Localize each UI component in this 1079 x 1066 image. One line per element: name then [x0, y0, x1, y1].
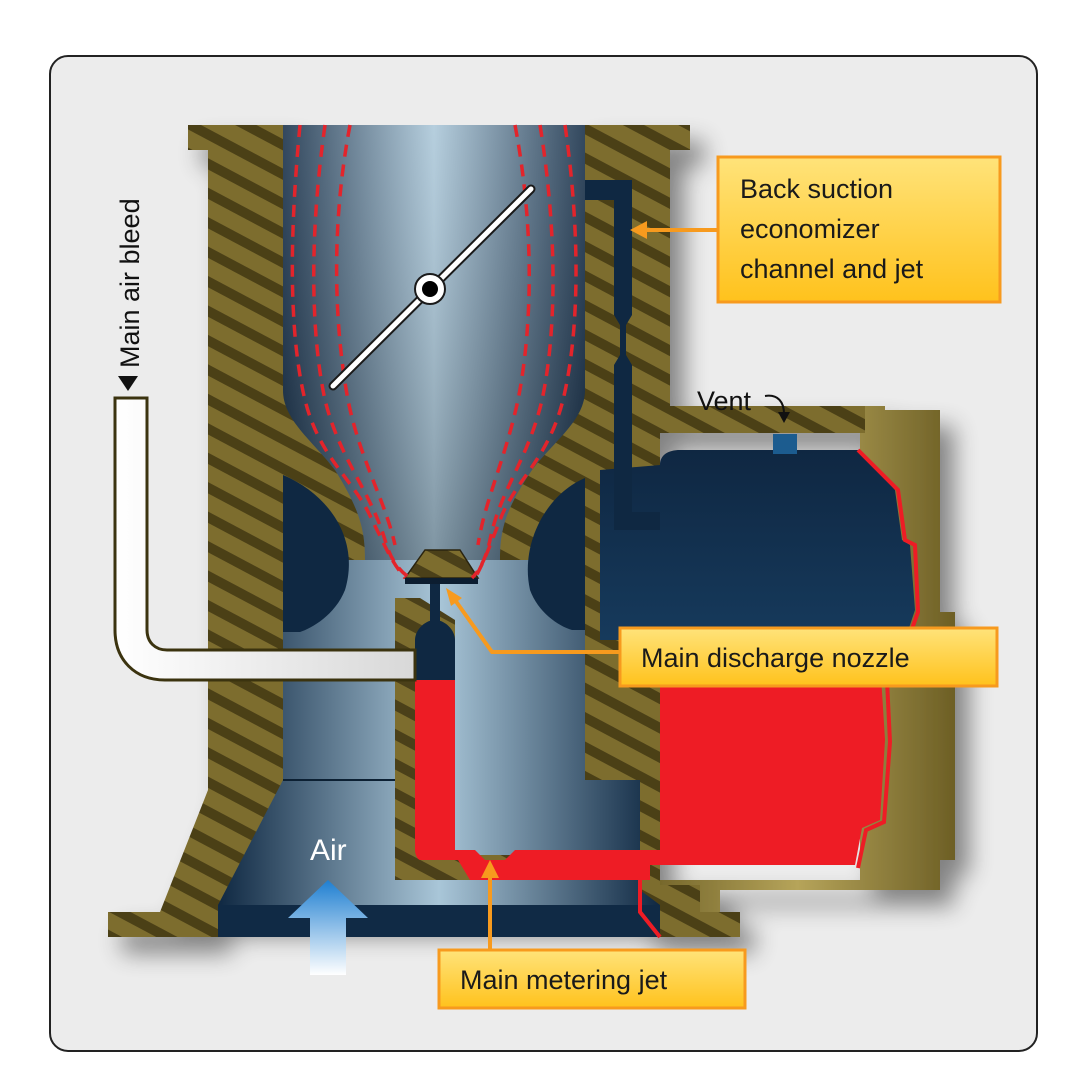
callout-back-suction-line2: economizer — [740, 214, 880, 244]
callout-back-suction-line1: Back suction — [740, 174, 893, 204]
up-arrow-icon — [288, 880, 368, 975]
callout-back-suction: Back suction economizer channel and jet — [716, 155, 1002, 304]
airflow-lines — [290, 124, 578, 580]
fuel-bowl — [415, 640, 905, 880]
right-venturi-pocket — [527, 478, 585, 630]
main-air-bleed-label-group: Main air bleed — [115, 198, 145, 391]
intake-trim — [218, 905, 660, 937]
callout-back-suction-line3: channel and jet — [740, 254, 924, 284]
callout-main-discharge-nozzle-text: Main discharge nozzle — [641, 643, 910, 673]
callout-main-metering-jet: Main metering jet — [437, 948, 747, 1010]
throttle-valve-icon — [328, 184, 536, 391]
nozzle-stem — [430, 584, 440, 624]
vent-port — [773, 434, 797, 454]
economizer-channel — [585, 180, 660, 530]
float-chamber-air-space — [600, 450, 915, 640]
callout-pointers — [446, 221, 718, 950]
down-triangle-icon — [118, 376, 138, 391]
vent-label: Vent — [697, 386, 752, 416]
fuel-line-lower — [638, 870, 662, 939]
vent-pointer-arrow — [764, 394, 785, 415]
venturi-shade — [283, 125, 585, 560]
air-label: Air — [310, 834, 347, 867]
nozzle-tube — [415, 620, 455, 680]
vent-pointer-head — [778, 412, 790, 423]
callout-main-discharge-nozzle: Main discharge nozzle — [618, 626, 999, 688]
left-venturi-pocket — [283, 475, 349, 632]
main-air-bleed-tube — [113, 396, 417, 682]
main-air-bleed-label: Main air bleed — [115, 198, 145, 368]
discharge-nozzle-outlet — [405, 578, 478, 584]
callout-main-metering-jet-text: Main metering jet — [460, 965, 668, 995]
